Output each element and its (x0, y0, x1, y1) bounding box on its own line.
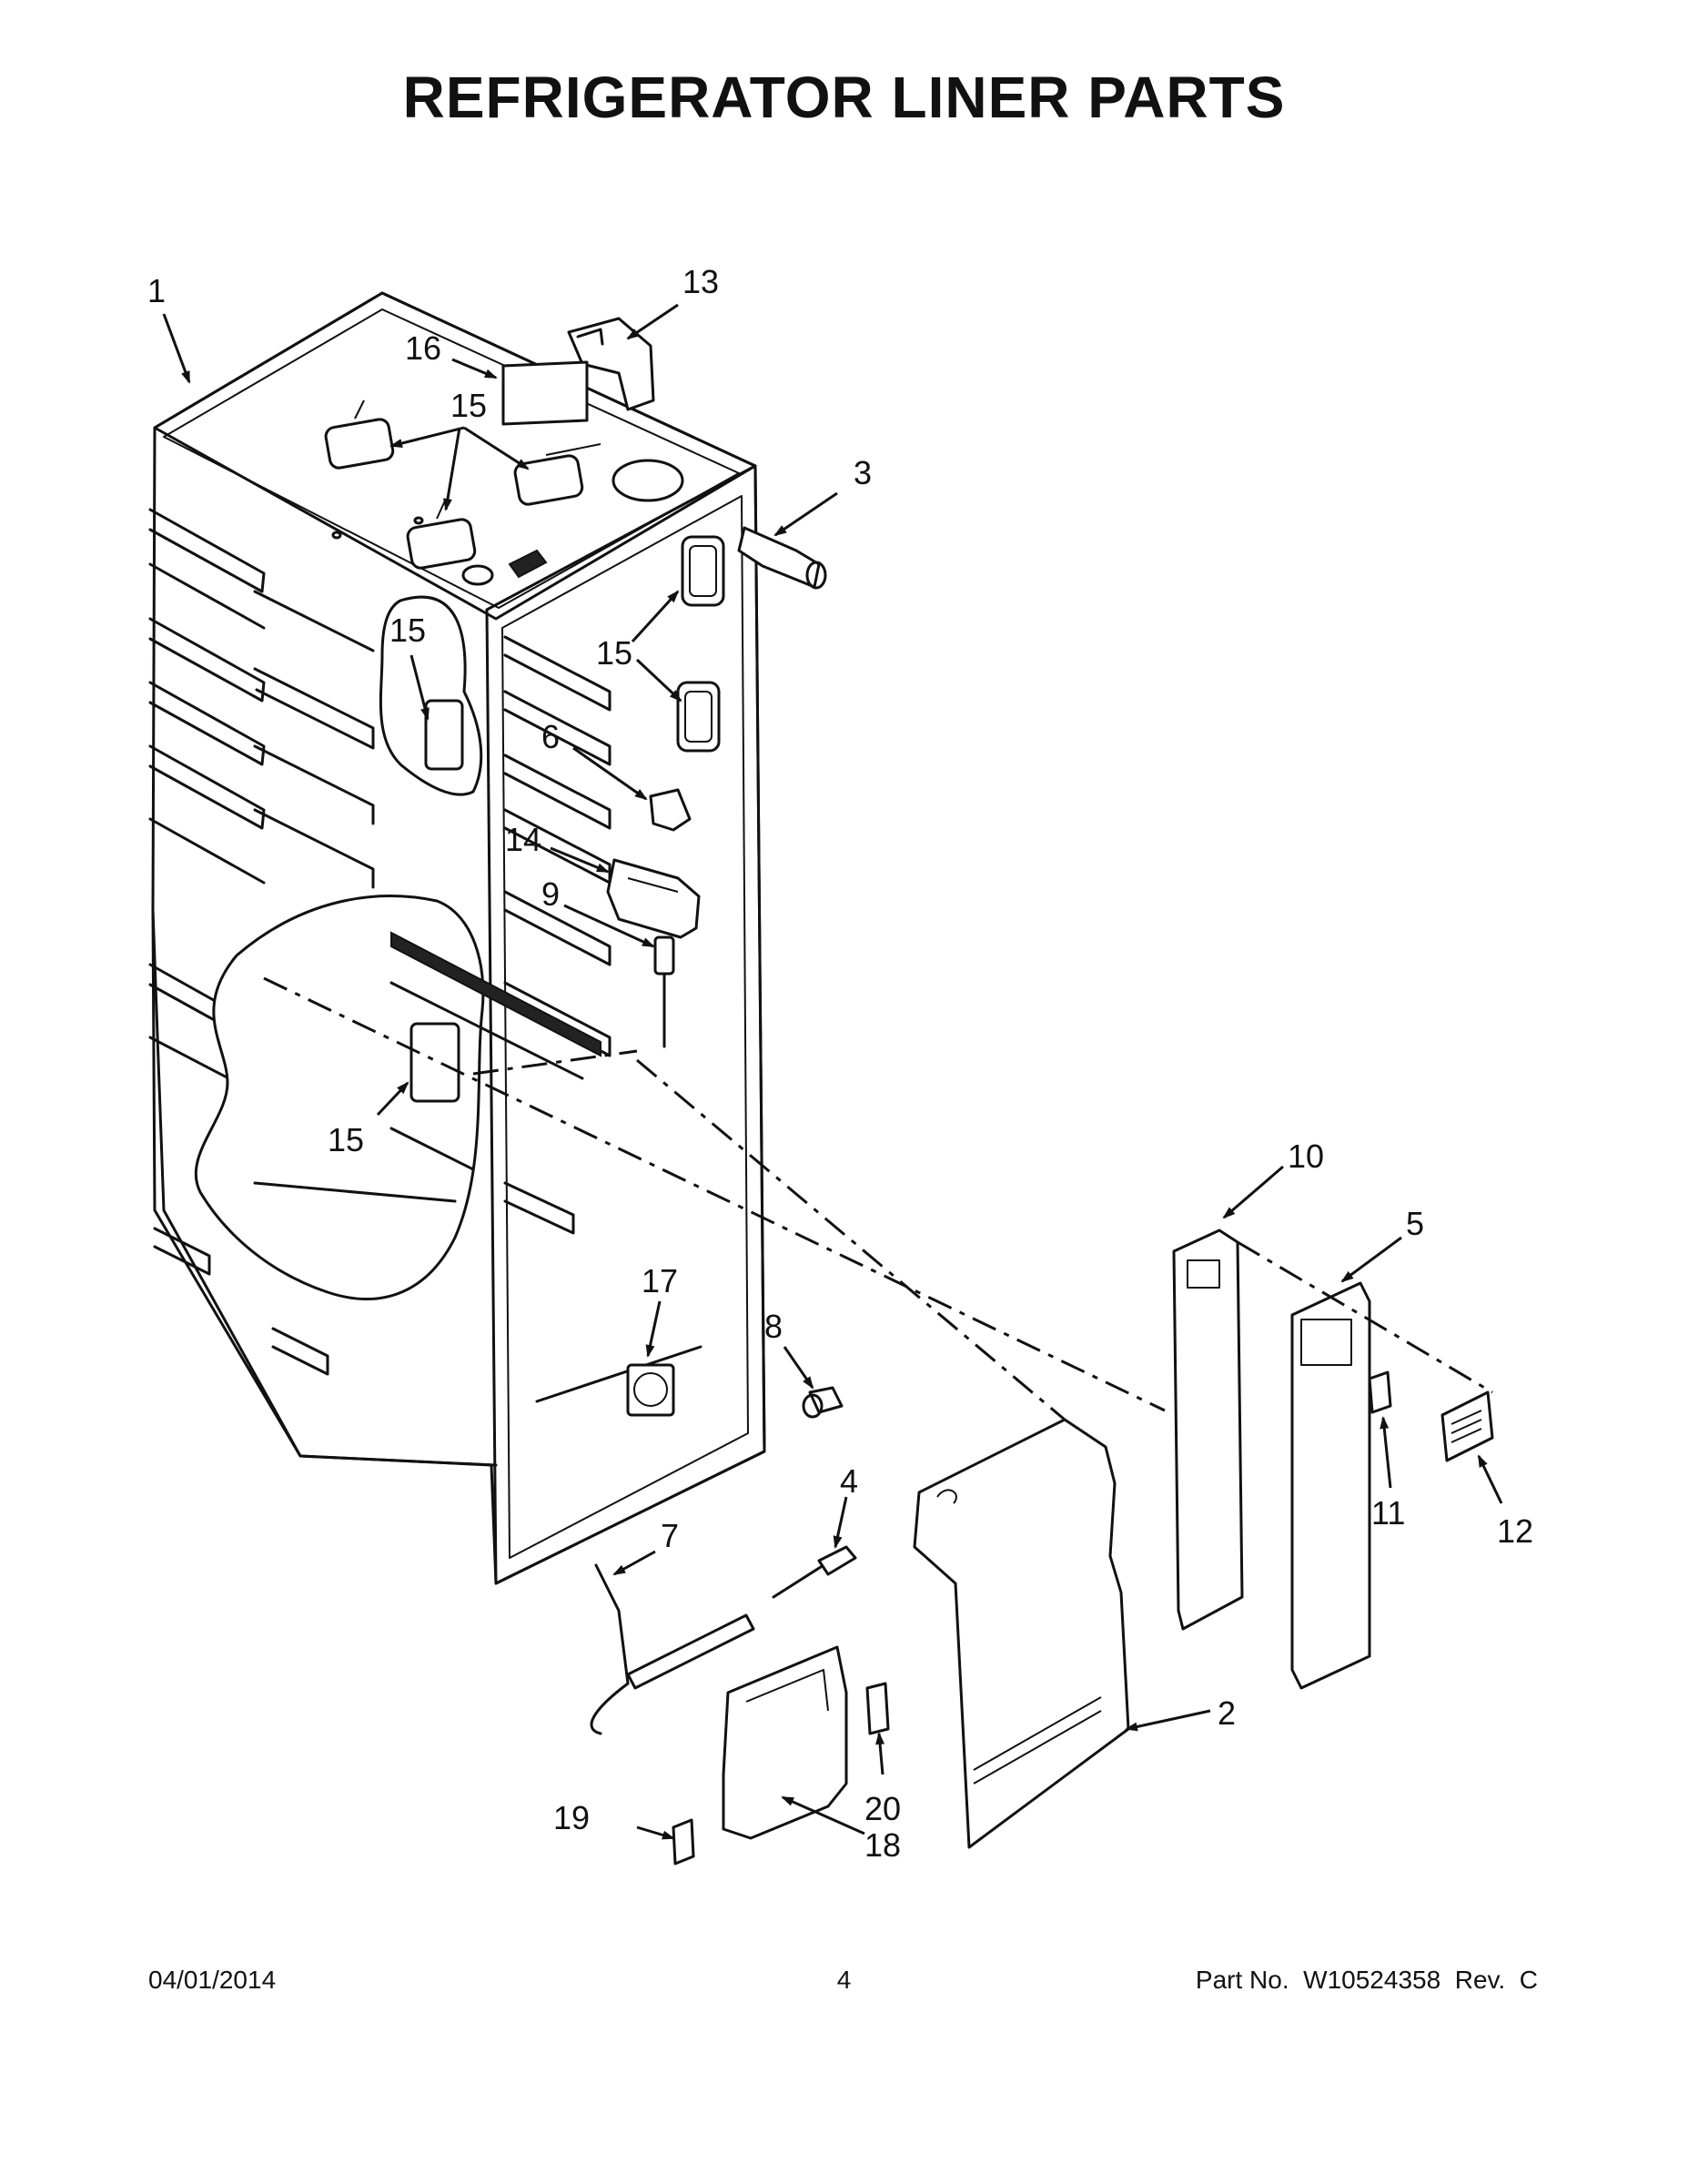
callout-labels: 1 13 16 15 3 15 15 6 14 9 15 17 8 4 7 2 … (147, 263, 1533, 1864)
part-11 (1368, 1370, 1392, 1414)
callout-6: 6 (541, 718, 560, 755)
callout-16: 16 (405, 329, 441, 367)
part-6 (649, 788, 692, 832)
grille-part-12 (1440, 1390, 1494, 1462)
fan-part-17 (626, 1363, 675, 1417)
callout-12: 12 (1497, 1512, 1533, 1550)
callout-5: 5 (1406, 1205, 1424, 1242)
assembly-lines (263, 976, 1493, 1421)
callout-17: 17 (642, 1262, 678, 1299)
callout-3: 3 (854, 454, 872, 491)
callout-13: 13 (682, 263, 719, 300)
filter-part-3 (737, 526, 827, 590)
heater-part-7 (590, 1563, 755, 1735)
sensor-part-9 (653, 935, 675, 1048)
callout-15b: 15 (389, 612, 426, 649)
housing-part-14 (606, 858, 701, 939)
callout-15c: 15 (596, 634, 632, 672)
callout-20: 20 (864, 1790, 901, 1827)
callout-19: 19 (553, 1799, 590, 1836)
callout-14: 14 (505, 821, 541, 858)
callout-1: 1 (147, 272, 166, 309)
part-20 (865, 1682, 890, 1735)
callout-8: 8 (764, 1308, 783, 1345)
callout-15a: 15 (450, 387, 487, 424)
label-part-16 (501, 360, 589, 426)
callout-18: 18 (864, 1826, 901, 1864)
light-shield-15 (676, 535, 725, 753)
page-title: REFRIGERATOR LINER PARTS (402, 65, 1286, 130)
callout-7: 7 (661, 1517, 679, 1554)
leader-lines (162, 303, 1503, 1840)
callout-9: 9 (541, 875, 560, 913)
panel-part-10 (1172, 1228, 1244, 1631)
control-housing-part-5 (1290, 1281, 1371, 1690)
callout-10: 10 (1288, 1138, 1324, 1175)
callout-2: 2 (1218, 1694, 1236, 1732)
lamp-assembly-15-side (409, 699, 464, 1103)
footer-date: 04/01/2014 (148, 1966, 277, 1994)
callout-11: 11 (1371, 1494, 1405, 1532)
cover-part-18 (722, 1645, 848, 1840)
lamp-assembly-15-top (324, 399, 601, 570)
liner-part-1 (148, 291, 766, 1585)
panel-part-2 (913, 1418, 1130, 1849)
part-8 (802, 1386, 844, 1419)
part-19 (672, 1818, 695, 1866)
bracket-part-13 (567, 317, 655, 411)
footer-part-number: Part No. W10524358 Rev. C (1195, 1966, 1538, 1994)
footer-page-number: 4 (836, 1966, 852, 1994)
callout-15d: 15 (328, 1121, 364, 1158)
thermistor-part-4 (772, 1545, 857, 1599)
callout-4: 4 (840, 1462, 858, 1500)
